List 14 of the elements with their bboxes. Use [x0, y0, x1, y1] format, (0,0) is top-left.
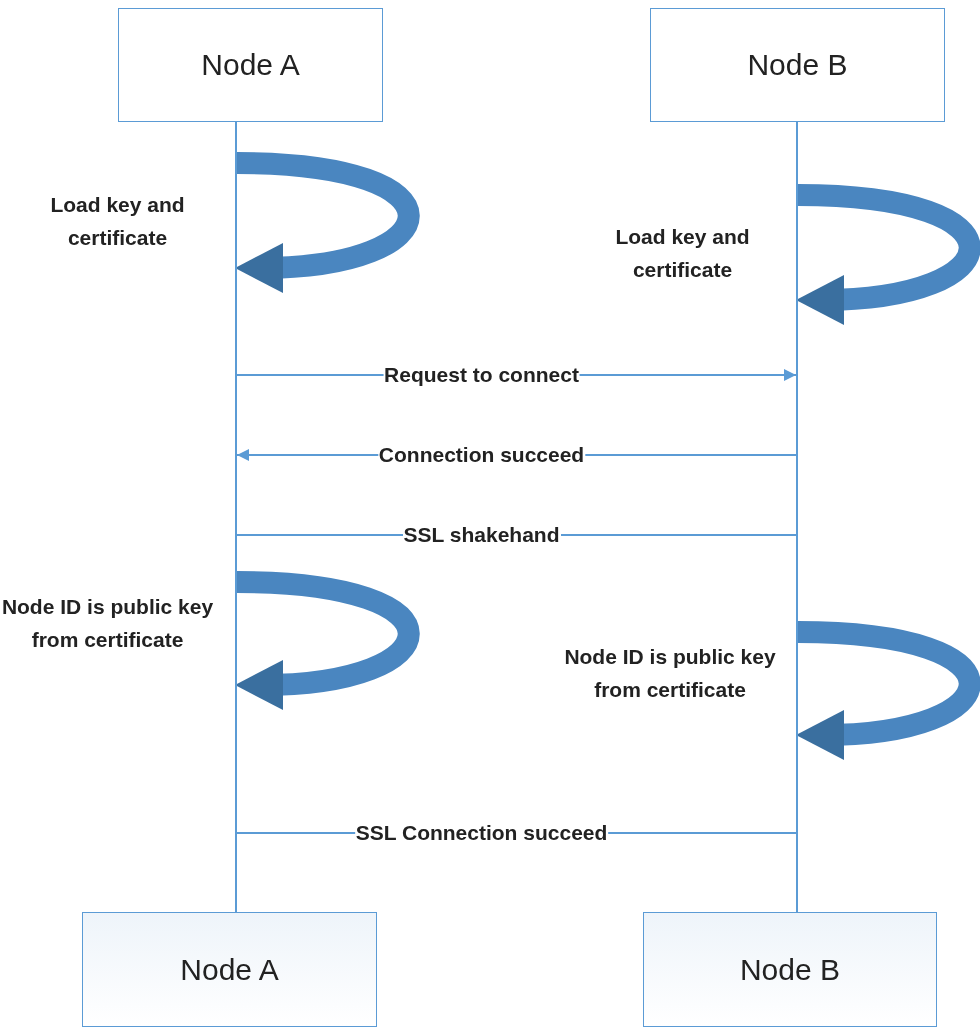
participant-box: Node B [650, 8, 945, 122]
participant-box: Node B [643, 912, 937, 1027]
participant-box: Node A [82, 912, 377, 1027]
lifeline [796, 122, 798, 912]
edge-label: Load key and certificate [49, 192, 186, 251]
curved-arrow [235, 152, 420, 292]
edge-label: Node ID is public key from certificate [0, 594, 215, 653]
participant-box: Node A [118, 8, 383, 122]
curved-arrow [796, 184, 980, 324]
curved-arrow [235, 571, 420, 709]
curved-arrow [796, 621, 980, 759]
edge-label: Node ID is public key from certificate [563, 644, 777, 703]
edge-label: Load key and certificate [614, 224, 751, 283]
lifeline [235, 122, 237, 912]
